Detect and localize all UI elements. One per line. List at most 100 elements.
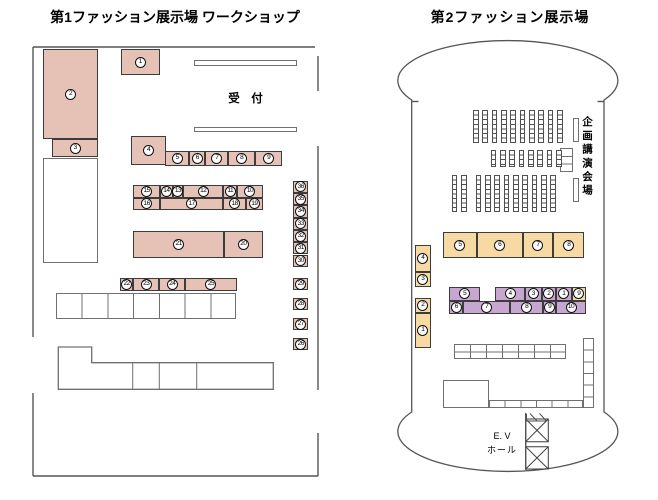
hall2-booth-7: 7 — [463, 301, 510, 315]
booth-number: 16 — [141, 198, 153, 210]
seat-column — [527, 149, 534, 167]
booth-number: 6 — [494, 239, 506, 251]
booth-number: 14 — [160, 185, 172, 197]
hall1-lshape-table — [57, 346, 274, 390]
hall1-booth-2: 2 — [43, 49, 98, 139]
seat-column — [555, 149, 562, 167]
seat-column — [475, 175, 482, 212]
booth-number: 2 — [543, 288, 555, 300]
hall2-booth-9: 9 — [571, 286, 586, 301]
hall2-booth-4: 4 — [495, 286, 525, 301]
hall2-booth-10: 10 — [556, 301, 586, 315]
booth-number: 1 — [558, 288, 570, 300]
lshape-dividers — [132, 362, 198, 390]
stage-bar-bottom — [573, 178, 579, 202]
stage-bar-top — [573, 118, 579, 142]
elevator-boxes — [525, 418, 549, 470]
hall1-booth-34: 34 — [293, 205, 309, 218]
hall2-booth-9: 9 — [543, 301, 556, 315]
booth-number: 19 — [248, 198, 260, 210]
hall2-title: 第2ファッション展示場 — [430, 9, 590, 25]
hall2-booth-1: 1 — [556, 286, 572, 301]
hall2-booth-3: 3 — [525, 286, 542, 301]
seat-column — [512, 175, 519, 212]
ev-label-line1: E. V — [493, 431, 511, 441]
booth-number: 2 — [417, 299, 429, 311]
hall2-booth-8: 8 — [510, 301, 544, 315]
seat-column — [461, 175, 467, 212]
seat-column — [451, 175, 458, 212]
booth-number: 8 — [521, 302, 533, 314]
hall2-booth-8: 8 — [553, 232, 585, 259]
seat-column — [499, 149, 506, 167]
booth-number: 36 — [295, 181, 307, 193]
hall1-booth-27: 27 — [293, 318, 309, 330]
booth-number: 7 — [532, 239, 544, 251]
hall1-booth-23: 23 — [133, 277, 160, 291]
hall1-booth-35: 35 — [293, 193, 309, 206]
booth-number: 15 — [141, 185, 153, 197]
hall1-booth-6: 6 — [189, 151, 206, 166]
booth-number: 10 — [565, 302, 577, 314]
seat-column — [494, 175, 501, 212]
booth-number: 27 — [295, 318, 307, 330]
booth-number: 9 — [263, 153, 275, 164]
hall1-booth-26: 26 — [293, 338, 309, 350]
hall2-booth-1: 1 — [415, 312, 431, 349]
seat-column — [482, 110, 489, 143]
booth-number: 7 — [481, 302, 493, 314]
booth-number: 5 — [171, 153, 183, 164]
hall1-booth-25: 25 — [185, 277, 237, 291]
booth-number: 35 — [295, 193, 307, 205]
booth-number: 5 — [454, 239, 466, 251]
booth-number: 3 — [417, 273, 429, 285]
hall2-booth-7: 7 — [522, 232, 554, 259]
booth-number: 6 — [450, 302, 462, 314]
booth-number: 8 — [236, 153, 248, 164]
booth-number: 12 — [197, 185, 209, 197]
hall1-booth-20: 20 — [224, 231, 263, 258]
booth-number: 29 — [295, 278, 307, 290]
hall1-booth-17: 17 — [160, 197, 224, 210]
seat-column — [473, 110, 479, 143]
booth-number: 25 — [205, 278, 217, 290]
hall2-booth-4: 4 — [415, 245, 431, 272]
hall1-booth-19: 19 — [246, 197, 263, 210]
seat-column — [484, 175, 491, 212]
seat-column — [509, 149, 516, 167]
hall1-booth-24: 24 — [159, 277, 186, 291]
booth-number: 17 — [186, 198, 198, 210]
hall1-booth-18: 18 — [223, 197, 246, 210]
seat-column — [556, 110, 563, 143]
ev-label-line2: ホール — [486, 445, 517, 455]
hall1-booth-28: 28 — [293, 298, 309, 310]
hall1-booth-29: 29 — [293, 278, 309, 290]
seat-column — [510, 110, 517, 143]
hall1-booth-10: 10 — [237, 185, 263, 198]
booth-number: 4 — [417, 252, 429, 264]
hall1-booth-11: 11 — [223, 185, 238, 198]
hall2-big-table — [442, 380, 490, 408]
hall2-table-grid — [454, 344, 566, 360]
booth-number: 31 — [295, 242, 307, 254]
booth-number: 20 — [237, 238, 249, 250]
hall1-booth-36: 36 — [293, 180, 309, 193]
booth-number: 3 — [527, 288, 539, 300]
seat-column — [528, 110, 535, 143]
seat-column — [531, 175, 538, 212]
hall2-booth-3: 3 — [415, 271, 431, 287]
seat-column — [519, 110, 526, 143]
booth-number: 21 — [173, 238, 185, 250]
seat-column — [500, 110, 507, 143]
hall1-title: 第1ファッション展示場 ワークショップ — [50, 9, 300, 25]
hall1-booth-8: 8 — [228, 151, 255, 166]
booth-number: 2 — [65, 88, 76, 100]
hall1-booth-1: 1 — [120, 49, 160, 75]
booth-number: 9 — [573, 288, 585, 300]
hall2-booth-5: 5 — [449, 286, 480, 301]
booth-number: 18 — [229, 198, 241, 210]
seat-column — [522, 175, 529, 212]
booth-number: 13 — [172, 185, 184, 197]
hall1-booth-21: 21 — [133, 231, 224, 258]
